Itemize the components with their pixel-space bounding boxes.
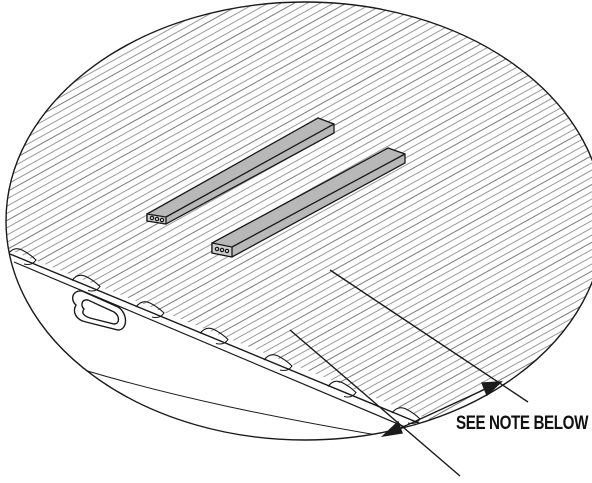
floor-rib-line [6,2,480,440]
floor-rib-line [280,2,592,440]
floor-rib-line [488,2,592,440]
floor-rib-line [6,2,298,440]
floor-rib-line [6,2,493,440]
floor-rib-line [6,2,311,440]
floor-rib-line [241,2,592,440]
rubber-strip-front [211,147,406,258]
floor-rib-line [6,2,272,440]
floor-rib-line [410,2,592,440]
floor-rib-line [6,2,571,440]
edge-scallop [391,407,421,425]
dimension-arrow [380,381,503,438]
floor-rib-line [6,2,324,440]
detail-circle-outline [5,1,592,441]
floor-rib-line [6,2,259,440]
floor-rib-line [6,2,454,440]
edge-scallop [7,248,37,266]
floor-rib-line [6,2,532,440]
see-note-label: SEE NOTE BELOW [456,413,589,434]
floor-rib-line [6,2,376,440]
floor-rib-line [6,2,285,440]
floor-rib-line [6,2,506,440]
floor-rib-line [6,2,584,440]
floor-rib-line [6,2,389,440]
floor-rib-line [228,2,592,440]
stake-pocket-slot [71,290,127,331]
edge-scallop [263,354,293,372]
floor-rib-line [306,2,592,440]
floor-rib-line [6,2,363,440]
floor-rib-line [6,2,558,440]
floor-rib-line [514,2,592,440]
edge-scallop [327,380,357,398]
floor-rib-line [6,2,545,440]
edge-scallop [71,274,101,292]
edge-scallop [135,301,165,319]
floor-rib-line [6,2,467,440]
floor-rib-line [6,2,350,440]
floor-rib-line [293,2,592,440]
floor-rib-line [501,2,592,440]
bed-side-panel [10,250,455,440]
floor-rib-line [6,2,402,440]
floor-rib-line [254,2,592,440]
floor-rib-line [6,2,441,440]
extension-line-upper [329,269,529,403]
floor-rib-line [6,2,337,440]
rubber-strip-rear [146,117,335,225]
floor-rib-line [527,2,592,440]
edge-scallop [455,433,485,440]
floor-rib-line [6,2,415,440]
floor-rib-line [6,2,519,440]
edge-scallop [199,327,229,345]
extension-line-lower [289,329,461,477]
floor-rib-line [566,2,592,440]
floor-rib-line [267,2,592,440]
floor-rib-line [436,2,592,440]
floor-rib-line [6,2,428,440]
